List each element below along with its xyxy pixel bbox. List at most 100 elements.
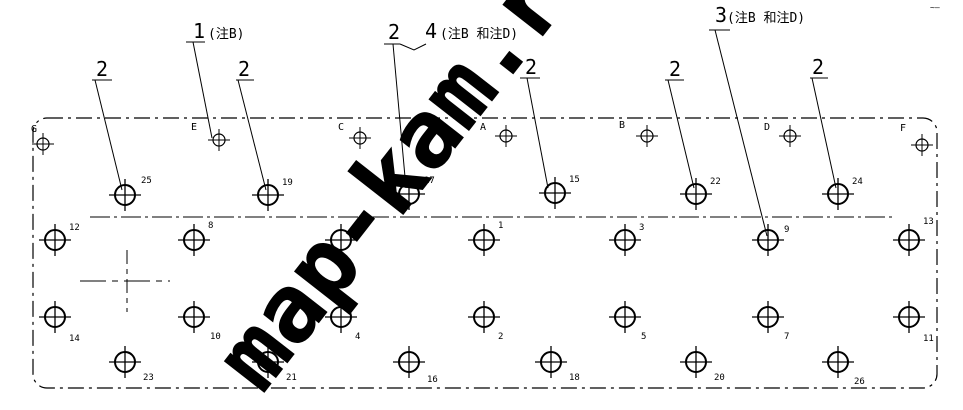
callout: 1(注B) [186, 19, 244, 139]
reference-hole: C [338, 122, 371, 149]
callout: 2 [236, 57, 267, 191]
corner-mark: ~— [930, 3, 940, 12]
bolt-hole-number: 18 [569, 373, 580, 383]
bolt-hole-number: 3 [639, 223, 644, 233]
bolt-hole: 21 [252, 346, 297, 383]
reference-hole-label: G [31, 124, 37, 135]
bolt-hole: 5 [609, 301, 646, 342]
bolt-hole-number: 11 [923, 334, 934, 344]
callout: 3(注B 和注D) [709, 3, 805, 237]
callout-note: (注B 和注D) [727, 11, 805, 26]
reference-hole-label: B [619, 120, 625, 131]
bolt-hole: 24 [822, 177, 863, 210]
callout-underline [399, 43, 427, 51]
bolt-hole-number: 20 [714, 373, 725, 383]
callout-number: 2 [96, 57, 108, 81]
bolt-hole-number: 5 [641, 332, 646, 342]
bolt-hole-number: 15 [569, 175, 580, 185]
bolt-hole: 2 [468, 301, 503, 342]
bolt-hole: 11 [893, 301, 934, 344]
reference-hole: D [764, 122, 801, 147]
bolt-hole-number: 23 [143, 373, 154, 383]
bolt-hole-number: 4 [355, 332, 360, 342]
bolt-hole-number: 16 [427, 375, 438, 385]
bolt-hole-number: 2 [498, 332, 503, 342]
callout-leader-line [526, 77, 549, 189]
callout: 2 [810, 55, 837, 189]
bolt-hole: 6 [325, 221, 360, 256]
callout-note: (注B) [208, 27, 244, 42]
bolt-hole: 1 [468, 221, 503, 256]
bolt-hole: 25 [109, 176, 152, 211]
bolt-hole-number: 7 [784, 332, 789, 342]
callout: 2 [520, 55, 549, 189]
center-cross-mark [80, 250, 170, 312]
callout-leader-line [714, 29, 768, 237]
bolt-hole: 4 [325, 301, 360, 342]
bolt-hole-number: 26 [854, 377, 865, 387]
callout-leader-line [192, 41, 213, 139]
bolt-hole-number: 21 [286, 373, 297, 383]
bolt-hole: 26 [822, 346, 865, 387]
callout-number: 2 [669, 57, 681, 81]
bolt-hole: 19 [252, 178, 293, 211]
bolt-hole-number: 10 [210, 332, 221, 342]
bolt-hole-number: 17 [424, 176, 435, 186]
callout-number: 2 [238, 57, 250, 81]
callout-number: 2 [525, 55, 537, 79]
bolt-hole: 13 [893, 217, 934, 256]
callout: 2 [92, 57, 123, 191]
reference-hole: E [191, 122, 230, 151]
reference-hole: F [900, 123, 933, 156]
callout-number: 2 [812, 55, 824, 79]
callout-note: (注B 和注D) [440, 27, 518, 42]
bolt-hole-number: 1 [498, 221, 503, 231]
bolt-hole-number: 8 [208, 221, 213, 231]
callout: 4(注B 和注D) [399, 19, 518, 51]
reference-hole-label: D [764, 122, 770, 133]
reference-hole-label: E [191, 122, 197, 133]
callout-number: 3 [715, 3, 727, 27]
reference-hole: G [31, 124, 54, 155]
bolt-hole: 10 [178, 301, 221, 342]
bolt-hole-number: 13 [923, 217, 934, 227]
bolt-hole: 7 [752, 301, 789, 342]
bolt-hole-number: 22 [710, 177, 721, 187]
bolt-hole: 16 [393, 346, 438, 385]
bolt-hole-number: 12 [69, 223, 80, 233]
bolt-hole-number: 6 [355, 221, 360, 231]
callout-leader-line [667, 79, 695, 189]
callout-leader-line [94, 79, 123, 191]
bolt-hole: 20 [680, 346, 725, 383]
bolt-hole: 18 [535, 346, 580, 383]
callout-leader-line [237, 79, 267, 191]
bolt-hole-number: 9 [784, 225, 789, 235]
callout-number: 2 [388, 20, 400, 44]
callout: 2 [384, 20, 407, 189]
reference-hole-label: F [900, 123, 906, 134]
reference-hole: A [480, 122, 517, 147]
callout-number: 1 [193, 19, 205, 43]
bolt-hole: 22 [680, 177, 721, 210]
reference-hole-label: C [338, 122, 344, 133]
plate-outline [32, 117, 938, 389]
bolt-hole: 23 [109, 346, 154, 383]
bolt-hole: 12 [39, 223, 80, 256]
reference-hole: B [619, 120, 658, 147]
callout-leader-line [392, 43, 407, 189]
reference-hole-label: A [480, 122, 486, 133]
callout-number: 4 [425, 19, 437, 43]
bolt-hole: 3 [609, 223, 644, 256]
bolt-hole-number: 19 [282, 178, 293, 188]
bolt-hole: 15 [539, 175, 580, 209]
bolt-hole: 8 [178, 221, 213, 256]
bolt-hole-number: 24 [852, 177, 863, 187]
callout-leader-line [811, 77, 837, 189]
bolt-hole: 14 [39, 301, 80, 344]
bolt-hole-number: 25 [141, 176, 152, 186]
